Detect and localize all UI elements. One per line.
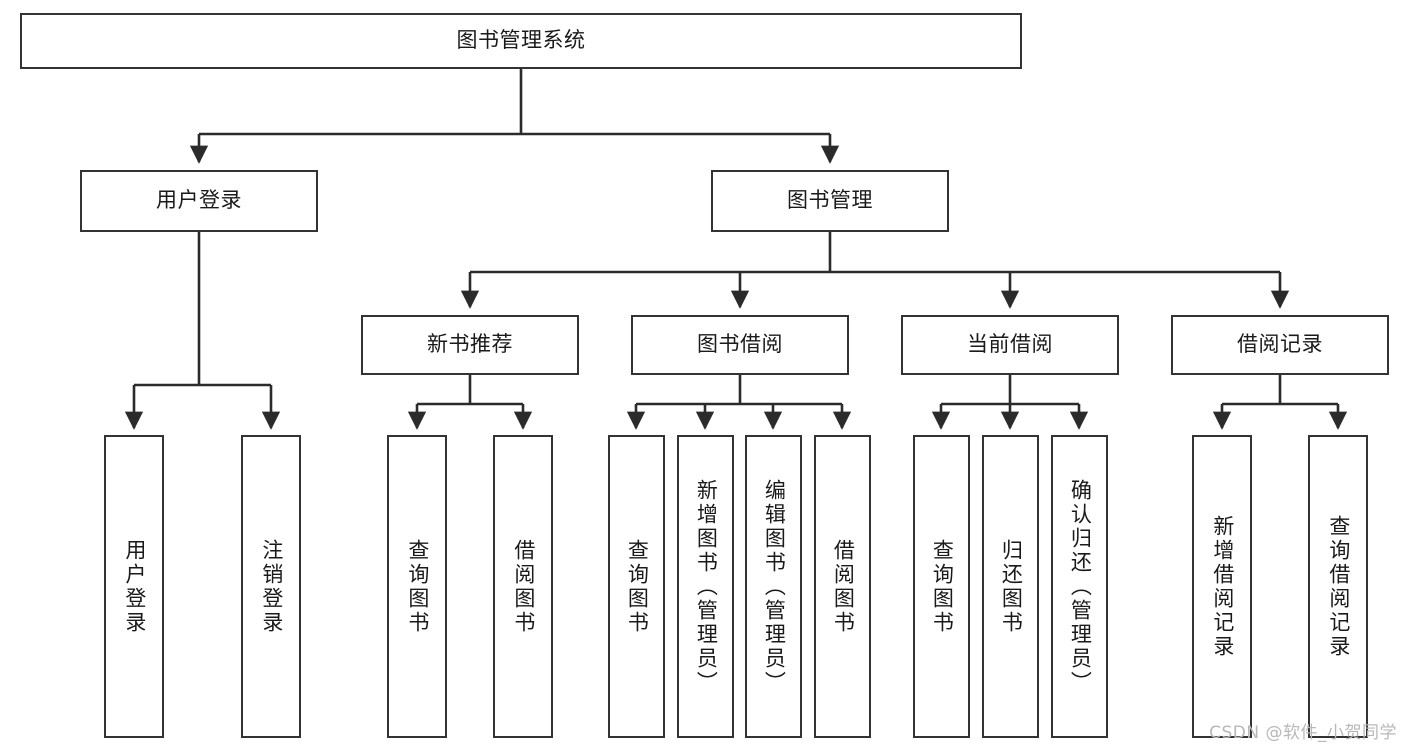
node-borrow-record-label: 借阅记录: [1237, 332, 1323, 357]
leaf-borrow-record-add[interactable]: 新增借阅记录: [1192, 435, 1252, 738]
leaf-label: 查询图书: [405, 538, 430, 635]
leaf-current-borrow-return[interactable]: 归还图书: [982, 435, 1039, 738]
node-user-login-label: 用户登录: [156, 188, 242, 213]
leaf-label: 确认归还（管理员）: [1068, 478, 1093, 695]
node-new-book-recommend[interactable]: 新书推荐: [361, 315, 579, 375]
leaf-current-borrow-confirm-return[interactable]: 确认归还（管理员）: [1051, 435, 1108, 738]
node-root[interactable]: 图书管理系统: [20, 13, 1022, 69]
node-root-label: 图书管理系统: [456, 28, 586, 53]
node-book-management-label: 图书管理: [787, 188, 873, 213]
node-book-borrow[interactable]: 图书借阅: [631, 315, 849, 375]
node-borrow-record[interactable]: 借阅记录: [1171, 315, 1389, 375]
leaf-new-book-query[interactable]: 查询图书: [387, 435, 447, 738]
leaf-label: 借阅图书: [511, 538, 536, 635]
leaf-label: 查询图书: [930, 538, 955, 635]
leaf-new-book-borrow[interactable]: 借阅图书: [493, 435, 553, 738]
leaf-user-login-login[interactable]: 用户登录: [104, 435, 164, 738]
node-current-borrow[interactable]: 当前借阅: [901, 315, 1119, 375]
leaf-label: 查询图书: [625, 538, 650, 635]
leaf-label: 归还图书: [999, 538, 1024, 635]
leaf-label: 查询借阅记录: [1326, 514, 1351, 659]
leaf-label: 借阅图书: [831, 538, 856, 635]
leaf-label: 新增借阅记录: [1210, 514, 1235, 659]
node-user-login[interactable]: 用户登录: [80, 170, 318, 232]
node-book-management[interactable]: 图书管理: [711, 170, 949, 232]
leaf-label: 注销登录: [259, 538, 284, 635]
node-current-borrow-label: 当前借阅: [967, 332, 1053, 357]
leaf-label: 编辑图书（管理员）: [762, 478, 787, 695]
leaf-book-borrow-query[interactable]: 查询图书: [608, 435, 665, 738]
leaf-current-borrow-query[interactable]: 查询图书: [913, 435, 970, 738]
leaf-book-borrow-borrow[interactable]: 借阅图书: [814, 435, 871, 738]
leaf-book-borrow-edit[interactable]: 编辑图书（管理员）: [745, 435, 802, 738]
leaf-user-login-logout[interactable]: 注销登录: [241, 435, 301, 738]
leaf-label: 新增图书（管理员）: [694, 478, 719, 695]
leaf-label: 用户登录: [122, 538, 147, 635]
leaf-book-borrow-add[interactable]: 新增图书（管理员）: [677, 435, 734, 738]
node-new-book-recommend-label: 新书推荐: [427, 332, 513, 357]
leaf-borrow-record-query[interactable]: 查询借阅记录: [1308, 435, 1368, 738]
node-book-borrow-label: 图书借阅: [697, 332, 783, 357]
